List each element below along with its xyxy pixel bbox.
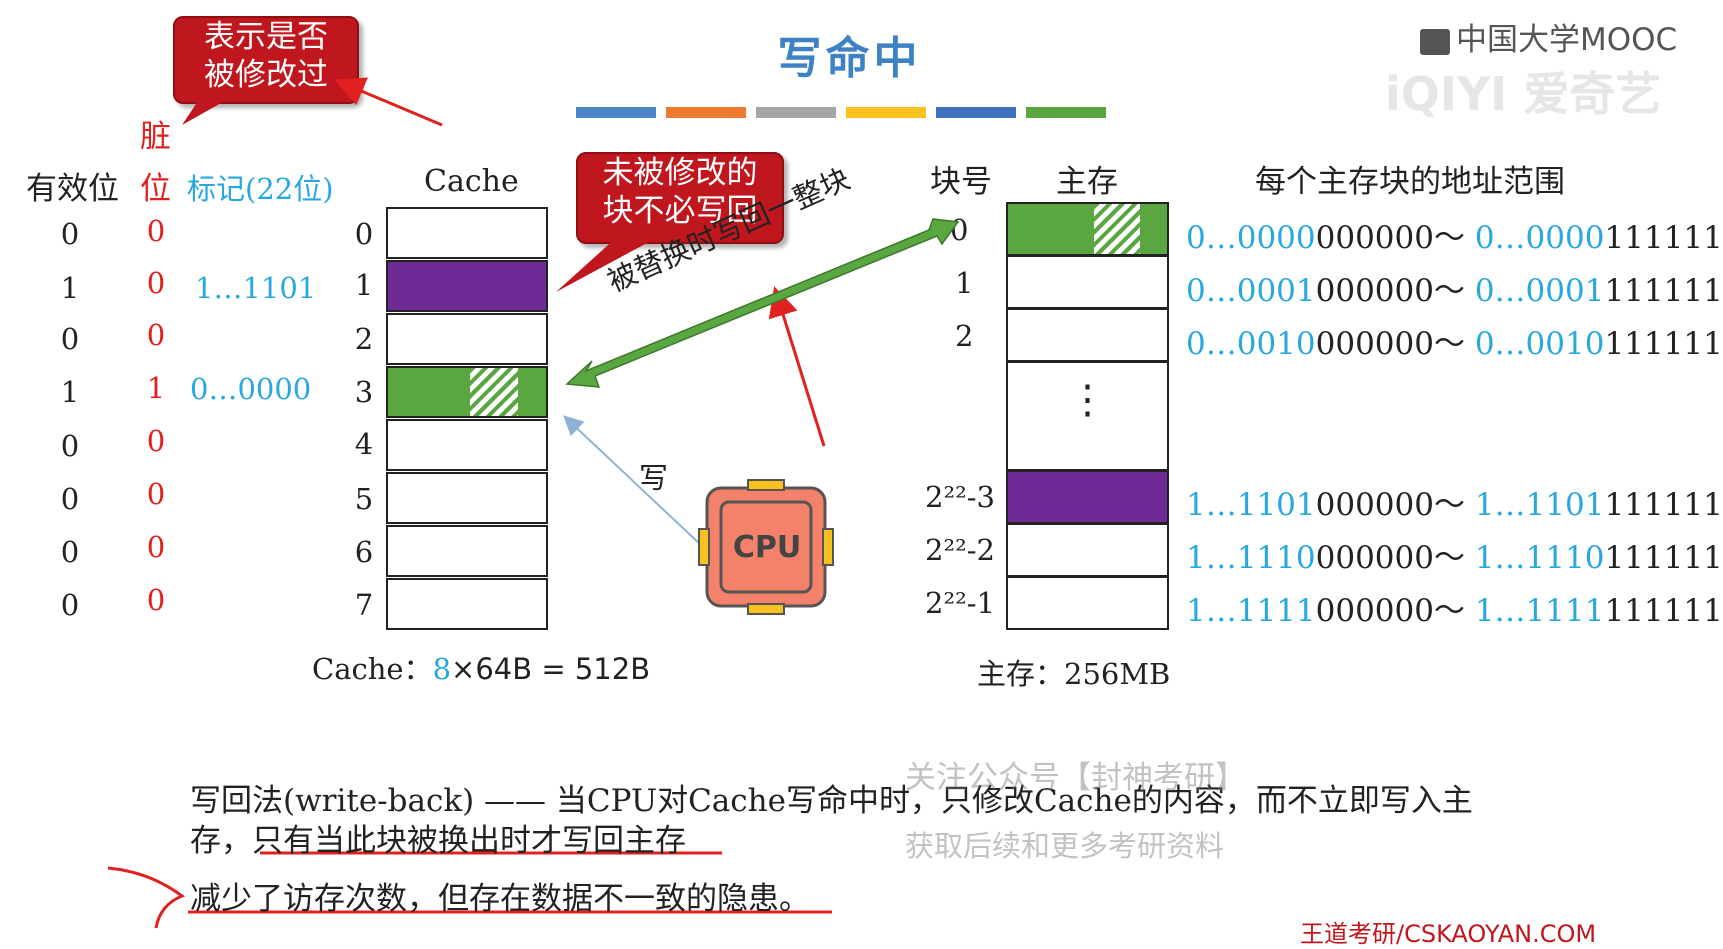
cache-line (386, 525, 548, 577)
valid-bit-cell: 0 (60, 429, 80, 463)
cpu-label: CPU (732, 530, 802, 565)
cache-line (386, 472, 548, 524)
dirty-bit-cell: 0 (146, 266, 166, 300)
valid-bit-header: 有效位 (26, 171, 119, 207)
valid-bit-cell: 0 (60, 217, 80, 251)
memory-block (1006, 576, 1169, 630)
address-range: 0…0010000000～ 0…0010111111 (1186, 326, 1723, 362)
cache-header: Cache (424, 164, 519, 199)
color-bar-segment (576, 107, 656, 118)
cache-index-label: 7 (354, 588, 374, 622)
valid-bit-cell: 1 (60, 271, 80, 305)
main-memory-header: 主存 (1056, 164, 1118, 200)
write-arrow-icon (563, 415, 703, 547)
dirty-bit-cell: 0 (146, 530, 166, 564)
valid-bit-cell: 1 (60, 375, 80, 409)
cache-line-green (386, 366, 548, 418)
tag-cell: 0…0000 (190, 372, 312, 406)
dirty-bit-header-bottom: 位 (140, 171, 171, 207)
dirty-bit-cell: 0 (146, 583, 166, 617)
address-range-header: 每个主存块的地址范围 (1255, 164, 1565, 200)
dirty-bit-cell: 0 (146, 214, 166, 248)
block-label: 2²²-3 (925, 480, 995, 514)
dirty-callout-tail (182, 98, 230, 125)
write-back-definition: 写回法(write-back) —— 当CPU对Cache写命中时，只修改Cac… (190, 783, 1473, 819)
address-range: 1…1110000000～ 1…1110111111 (1186, 540, 1723, 576)
block-label: 2 (955, 319, 974, 353)
dirty-bit-cell: 1 (146, 371, 166, 405)
cache-index-label: 1 (354, 268, 374, 302)
cache-line-purple (386, 260, 548, 312)
tag-header: 标记(22位) (187, 172, 334, 206)
hand-drawn-arrow-icon (107, 866, 186, 929)
cpu-chip-icon (698, 479, 834, 615)
footer-watermark: 王道考研/CSKAOYAN.COM (1300, 920, 1597, 948)
cache-index-label: 2 (354, 322, 374, 356)
color-bar-segment (756, 107, 836, 118)
block-label: 1 (955, 266, 974, 300)
dirty-bit-cell: 0 (146, 318, 166, 352)
color-bar-segment (936, 107, 1016, 118)
address-range: 0…0001000000～ 0…0001111111 (1186, 273, 1723, 309)
color-bar-segment (666, 107, 746, 118)
valid-bit-cell: 0 (60, 588, 80, 622)
memory-size-label: 主存：256MB (977, 657, 1171, 691)
mooc-logo-icon (1420, 28, 1450, 55)
block-number-header: 块号 (930, 164, 992, 200)
dirty-bit-cell: 0 (146, 477, 166, 511)
dirty-bit-callout: 表示是否 被修改过 (173, 16, 359, 104)
write-back-definition-cont: 存，只有当此块被换出时才写回主存 (190, 823, 686, 859)
memory-block-purple (1006, 470, 1169, 524)
more-watermark: 获取后续和更多考研资料 (905, 829, 1225, 863)
red-arrow-icon (768, 286, 826, 447)
iqiyi-watermark: iQIYI 爱奇艺 (1385, 67, 1662, 121)
memory-block-ellipsis: ⋮ (1006, 361, 1169, 471)
valid-bit-cell: 0 (60, 535, 80, 569)
write-label: 写 (639, 461, 669, 495)
red-arrow-icon (334, 77, 443, 127)
address-range: 0…0000000000～ 0…0000111111 (1186, 220, 1723, 256)
follow-watermark: 关注公众号【封神考研】 (905, 760, 1246, 796)
cache-line (386, 313, 548, 365)
memory-block-green (1006, 202, 1169, 256)
valid-bit-cell: 0 (60, 482, 80, 516)
diagram-overlay (107, 77, 960, 929)
mooc-watermark: 中国大学MOOC (1420, 14, 1677, 59)
write-back-tradeoff: 减少了访存次数，但存在数据不一致的隐患。 (190, 881, 810, 917)
write-back-double-arrow (565, 218, 960, 388)
cache-index-label: 4 (354, 427, 374, 461)
block-label: 2²²-1 (925, 586, 995, 620)
modified-hatch (470, 368, 518, 416)
cache-line (386, 419, 548, 471)
modified-hatch (1094, 204, 1140, 254)
color-bar-segment (846, 107, 926, 118)
tag-cell: 1…1101 (195, 271, 317, 305)
address-range: 1…1101000000～ 1…1101111111 (1186, 487, 1723, 523)
address-range: 1…1111000000～ 1…1111111111 (1186, 593, 1723, 629)
cache-line (386, 578, 548, 630)
cache-index-label: 3 (354, 375, 374, 409)
color-bar-segment (1026, 107, 1106, 118)
cache-line (386, 207, 548, 259)
ellipsis-text: ⋮ (1067, 377, 1108, 423)
cache-size-label: Cache：8×64B = 512B (312, 652, 651, 686)
cache-index-label: 6 (354, 535, 374, 569)
cache-index-label: 0 (354, 217, 374, 251)
memory-block (1006, 308, 1169, 362)
valid-bit-cell: 0 (60, 322, 80, 356)
unmodified-block-callout: 未被修改的 块不必写回 (576, 152, 784, 244)
unmodified-callout-tail (556, 236, 660, 292)
block-label: 2²²-2 (925, 533, 995, 567)
page-title: 写命中 (777, 33, 922, 84)
dirty-bit-header-top: 脏 (140, 119, 171, 155)
cache-index-label: 5 (354, 482, 374, 516)
dirty-bit-cell: 0 (146, 424, 166, 458)
